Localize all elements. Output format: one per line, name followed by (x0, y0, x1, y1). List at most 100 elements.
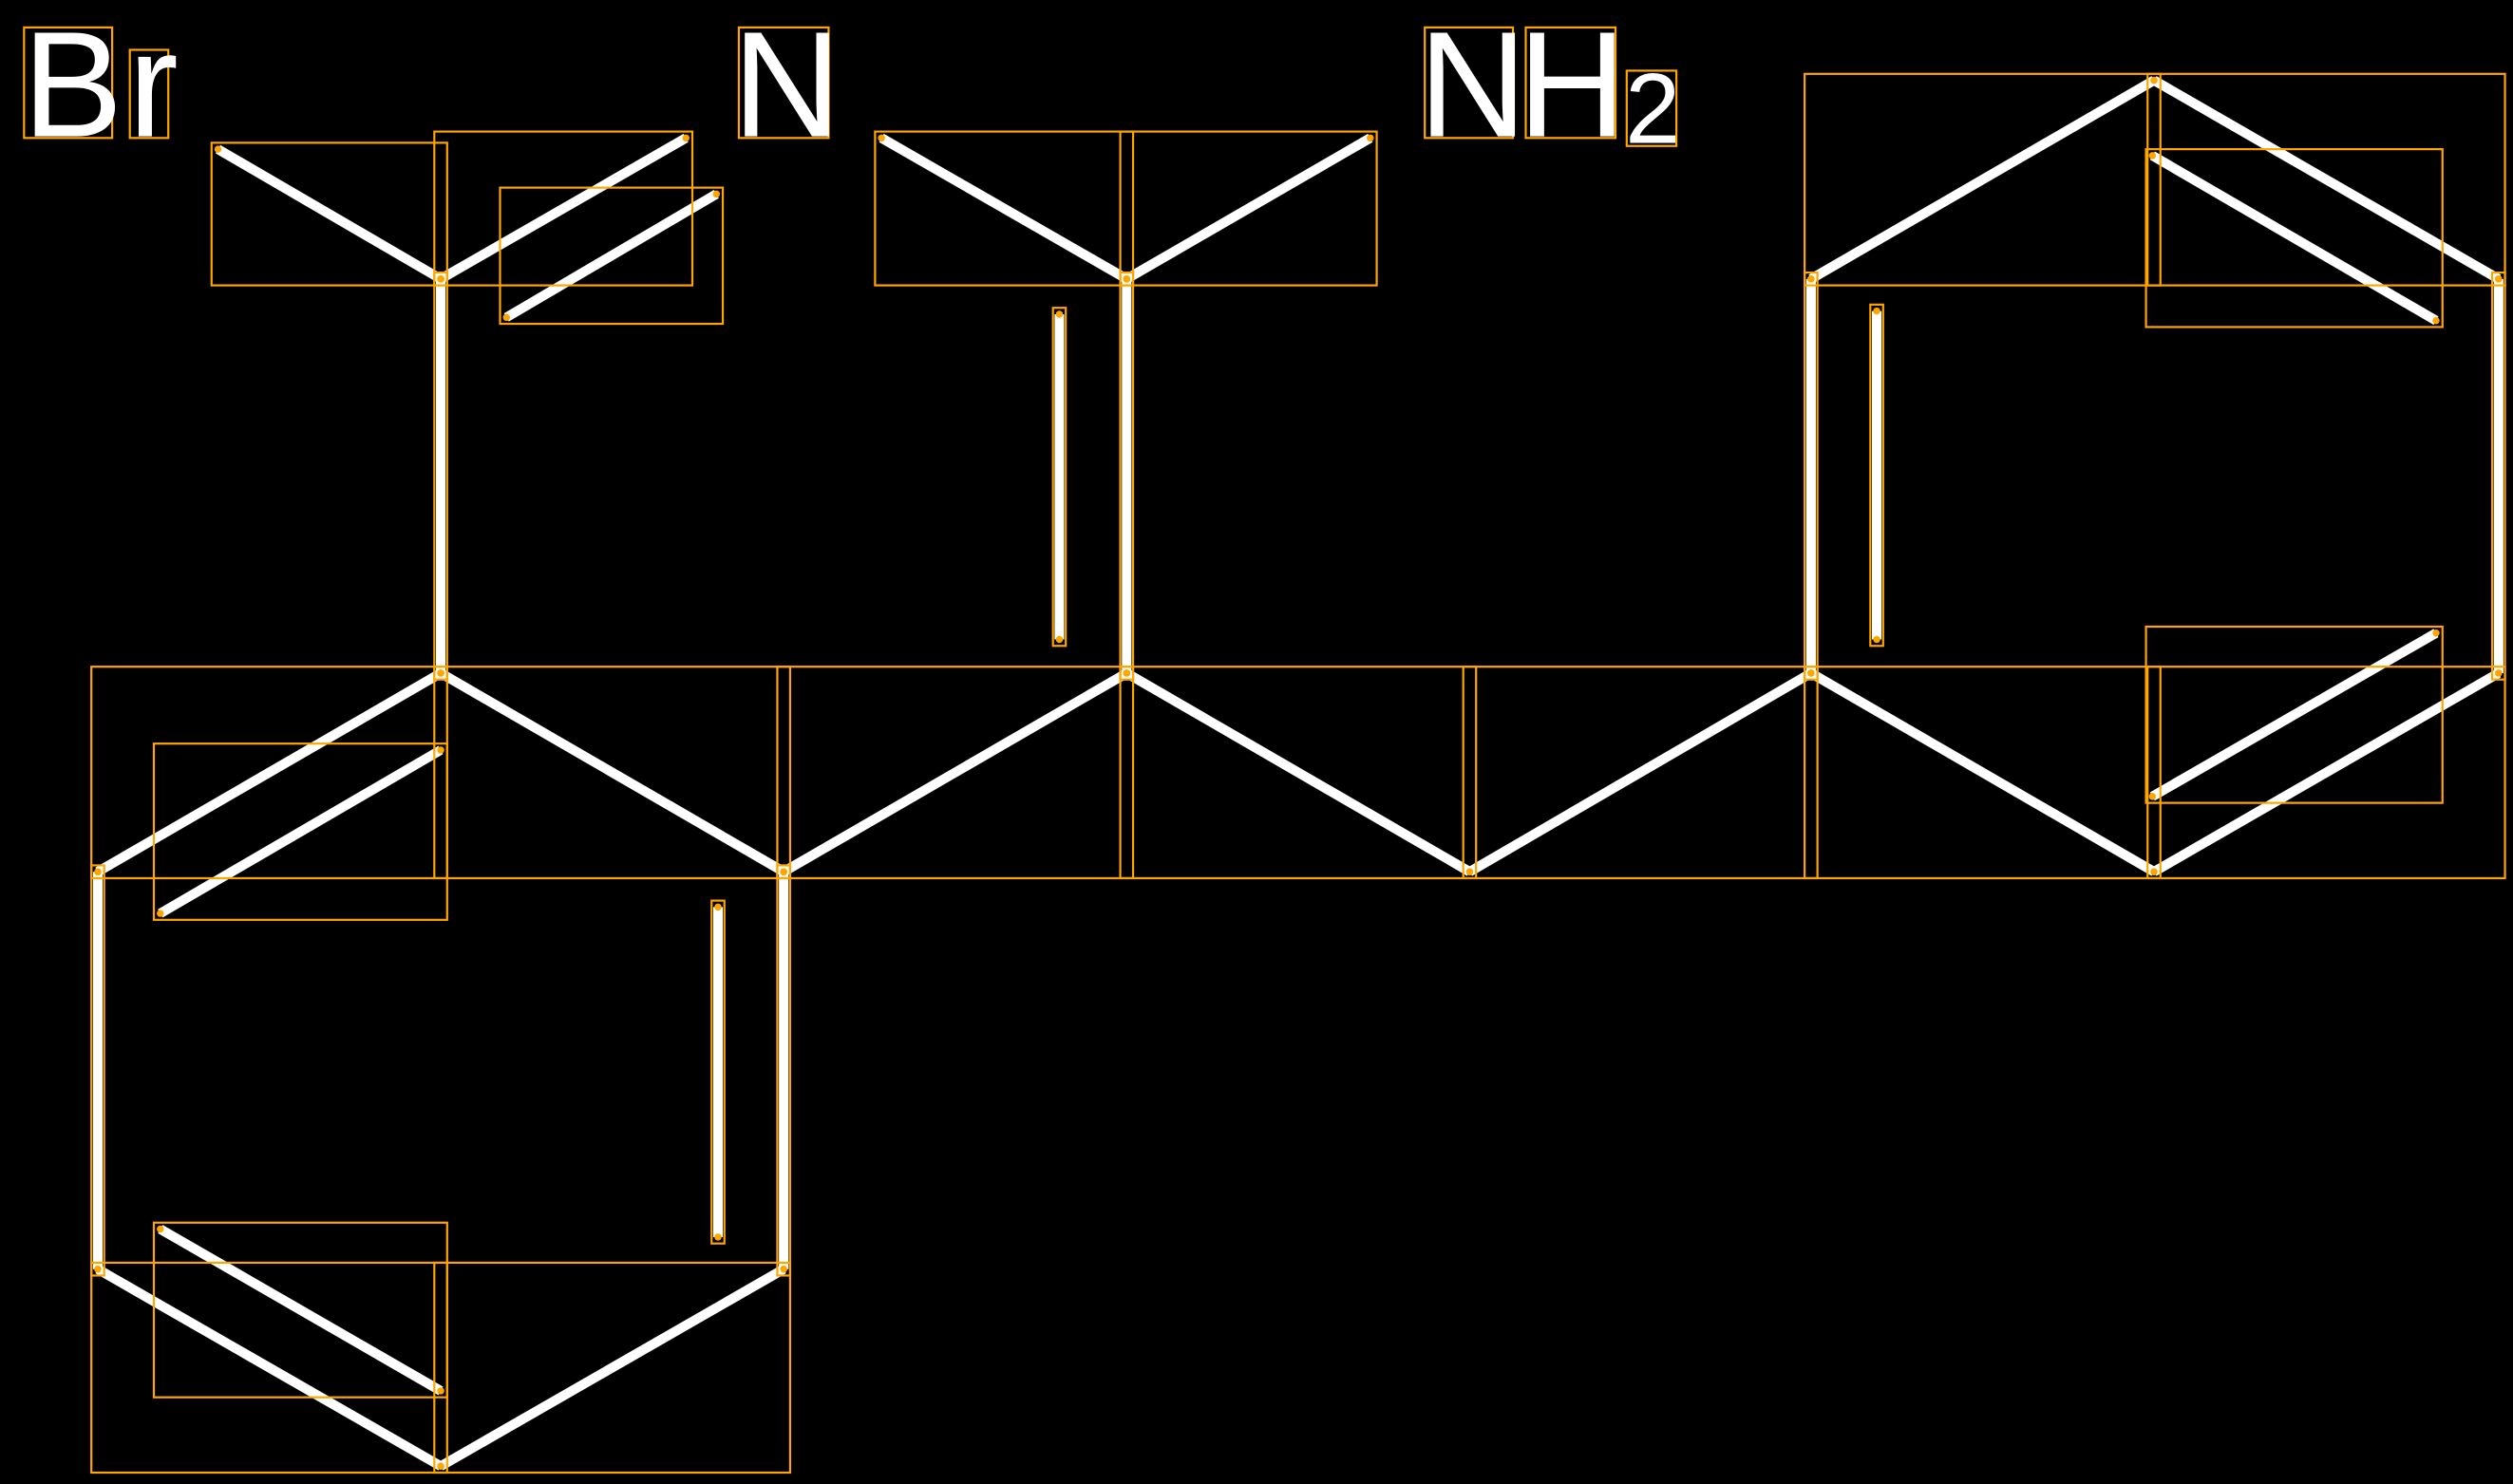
bond-endpoint-marker (1807, 669, 1815, 677)
bond-endpoint-marker (157, 1225, 164, 1233)
bond-endpoint-marker (2432, 629, 2440, 637)
atom-char: H (1518, 0, 1627, 169)
char-box (1524, 26, 1617, 140)
atom-label-amine: N H 2 (1418, 0, 1680, 169)
bond-box (874, 130, 1135, 287)
char-box (1625, 69, 1678, 147)
bond-box (776, 666, 1135, 880)
bond-endpoint-marker (682, 134, 690, 142)
atom-char: N (732, 0, 841, 169)
bond-endpoint-marker (780, 1265, 787, 1273)
bond-box (776, 864, 792, 1277)
bond-line (215, 144, 444, 284)
atom-char: 2 (1625, 53, 1680, 164)
bond-box (1869, 303, 1884, 648)
bond-line (158, 1225, 444, 1396)
bond-endpoint-marker (712, 190, 721, 198)
bond-endpoint-marker (780, 868, 787, 875)
bond-endpoint-marker (2495, 669, 2503, 677)
bond-box (1119, 271, 1135, 681)
bond-endpoint-marker (502, 313, 510, 322)
bond-endpoint-marker (714, 1233, 722, 1241)
atom-char: N (1418, 0, 1527, 169)
bond-box (1804, 72, 2162, 287)
atom-labels-layer: B r N N H 2 (23, 0, 1681, 169)
atom-label-bromine: B r (23, 0, 179, 169)
bond-box (1804, 666, 2162, 880)
bond-line (1808, 76, 2157, 284)
bond-endpoint-marker (437, 1462, 444, 1470)
bond-box (2145, 148, 2444, 329)
bond-endpoint-marker (2148, 793, 2157, 800)
bond-box (90, 864, 105, 1277)
bond-box (433, 130, 694, 287)
bond-endpoint-marker (157, 910, 164, 917)
bond-box (2146, 666, 2506, 880)
bond-endpoint-marker (1123, 669, 1131, 677)
bond-line (1124, 133, 1373, 284)
bond-box (710, 899, 726, 1245)
bond-endpoint-marker (1123, 275, 1131, 283)
bond-endpoint-marker (2432, 316, 2440, 325)
atom-char: r (128, 0, 179, 169)
bond-line (2149, 151, 2439, 326)
bond-line (503, 190, 719, 322)
bond-box (1462, 666, 1819, 880)
bond-endpoint-marker (437, 1387, 444, 1395)
atom-label-nitrogen: N (732, 0, 841, 169)
bond-endpoint-marker (2150, 868, 2158, 875)
char-box (128, 48, 170, 140)
bond-endpoint-marker (1055, 635, 1064, 644)
char-box (23, 26, 114, 140)
char-box (737, 26, 830, 140)
bond-endpoint-marker (437, 746, 444, 754)
bond-box (1051, 307, 1068, 648)
bond-box (2145, 625, 2444, 804)
bond-endpoint-marker (1807, 275, 1815, 283)
bond-box (210, 141, 448, 287)
bounding-boxes-layer (90, 72, 2506, 1475)
bond-endpoint-marker (714, 903, 722, 911)
atom-char: B (23, 0, 123, 169)
bond-line (438, 1265, 786, 1471)
bond-box (152, 742, 448, 921)
bond-line (1466, 668, 1814, 876)
bond-line (95, 668, 444, 876)
bond-line (1808, 668, 2157, 876)
bond-line (438, 133, 689, 284)
bond-line (2151, 668, 2502, 876)
bond-box (152, 1221, 448, 1399)
bond-endpoint-marker (94, 1265, 102, 1273)
bond-line (781, 668, 1129, 876)
bond-endpoint-marker (2148, 152, 2157, 160)
bond-box (1119, 130, 1378, 287)
bond-endpoint-marker (1055, 310, 1064, 318)
bond-endpoint-marker (1367, 134, 1374, 142)
bond-box (2146, 72, 2506, 287)
bond-box (1804, 271, 1819, 681)
char-box (1424, 26, 1515, 140)
bond-line (1124, 668, 1472, 876)
bond-line (2149, 629, 2439, 801)
bond-box (433, 666, 792, 880)
bond-line (95, 1265, 444, 1471)
bond-endpoint-marker (2495, 275, 2503, 283)
bond-endpoint-marker (94, 868, 102, 875)
bond-box (433, 1261, 792, 1475)
bond-line (438, 668, 786, 876)
bond-endpoint-marker (878, 134, 885, 142)
bond-box (499, 186, 725, 326)
bond-endpoint-marker (1873, 307, 1880, 315)
bond-box (2490, 271, 2506, 681)
bond-endpoint-marker (437, 275, 444, 283)
bond-box (433, 271, 448, 681)
bond-endpoint-marker (214, 145, 222, 153)
bond-endpoint-marker (437, 669, 444, 677)
bond-box (1119, 666, 1478, 880)
bond-line (879, 133, 1129, 284)
bond-line (2151, 76, 2502, 284)
bonds-layer (92, 76, 2504, 1471)
bond-endpoint-marker (2150, 76, 2158, 85)
